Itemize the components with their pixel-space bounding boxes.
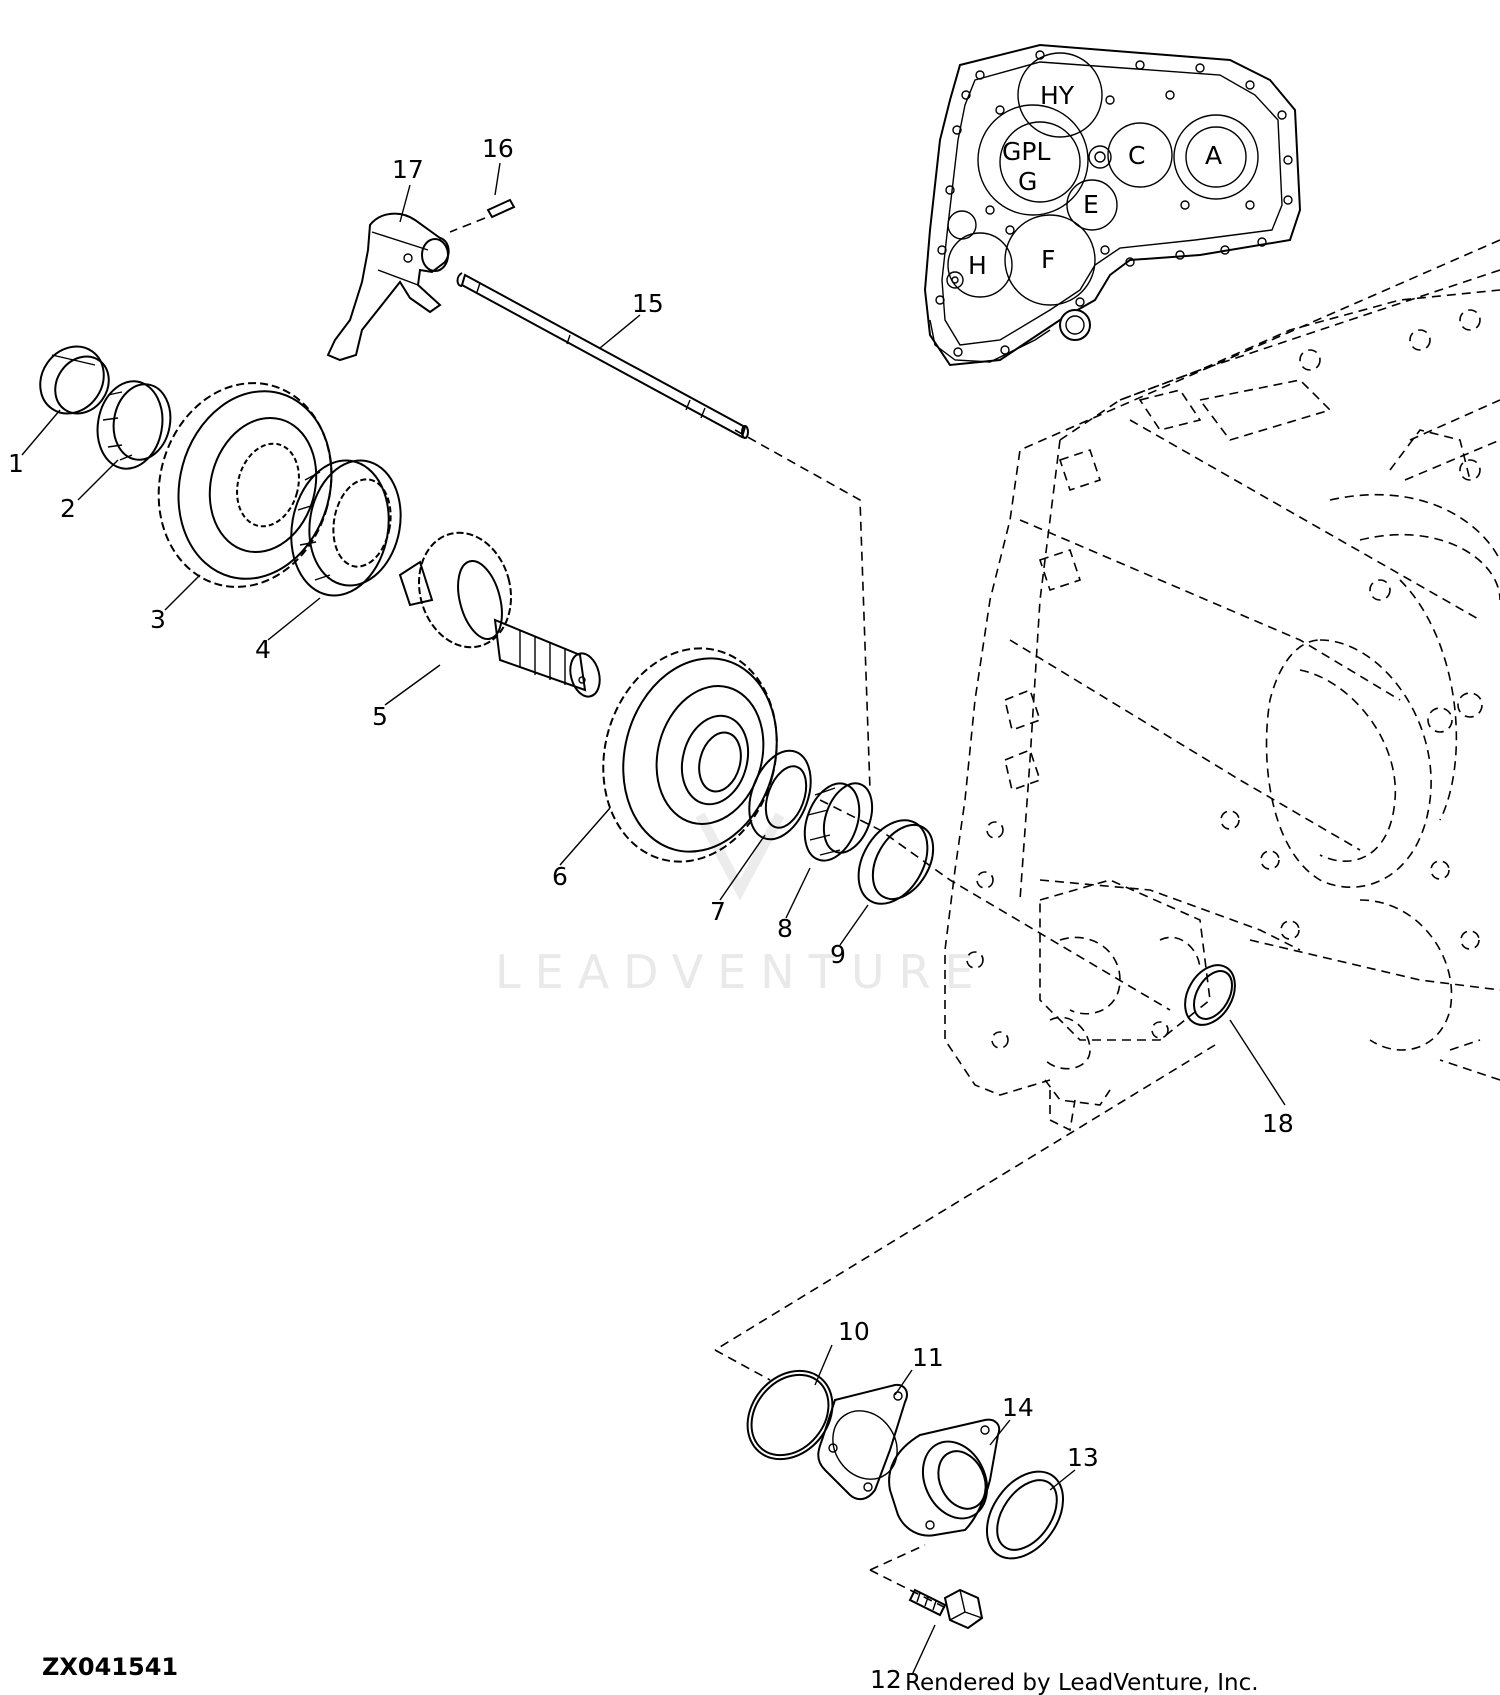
callout-15: 15: [632, 289, 664, 318]
callout-10: 10: [838, 1317, 870, 1346]
part-5-pinion-shaft: [398, 531, 601, 698]
render-credit: Rendered by LeadVenture, Inc.: [905, 1670, 1259, 1695]
zone-label-a: A: [1205, 141, 1222, 170]
callout-5: 5: [372, 702, 388, 731]
axis-lines: [714, 429, 1216, 1611]
part-16-pin: [449, 198, 516, 233]
zone-h-circle: [947, 232, 1013, 298]
part-13-seal: [985, 1470, 1065, 1560]
part-3-gear: [157, 382, 333, 588]
callout-12: 12: [870, 1665, 902, 1694]
figure-code: ZX041541: [42, 1653, 178, 1681]
part-4-collar: [290, 459, 402, 597]
callout-18: 18: [1262, 1109, 1294, 1138]
zone-hy-circle: [1017, 52, 1103, 138]
locator-view: HY GPL G C A E F H: [923, 43, 1302, 367]
part-10-o-ring: [746, 1369, 834, 1461]
part-6-gear: [602, 647, 778, 863]
locator-zone-labels: HY GPL G C A E F H: [968, 81, 1222, 280]
callout-17: 17: [392, 155, 424, 184]
callout-11: 11: [912, 1343, 944, 1372]
part-9-bearing-cup: [857, 819, 935, 905]
zone-e-circle: [1066, 179, 1118, 231]
leader-lines: [21, 162, 1286, 1676]
part-12-cap-screw: [908, 1588, 984, 1630]
callout-14: 14: [1002, 1393, 1034, 1422]
part-8-bearing-cone: [803, 782, 874, 862]
callout-labels: 1 2 3 4 5 6 7 8 9 10 11 12 13 14 15 16 1…: [8, 134, 1294, 1694]
zone-label-gpl: GPL: [1002, 137, 1050, 166]
zone-label-f: F: [1041, 245, 1055, 274]
zone-c-circle: [1107, 122, 1173, 188]
callout-1: 1: [8, 449, 24, 478]
callout-4: 4: [255, 635, 271, 664]
zone-f-circle: [1004, 214, 1096, 306]
zone-gpl-circle: [977, 104, 1089, 216]
part-2-bearing-cone: [96, 380, 172, 470]
callout-8: 8: [777, 914, 793, 943]
transmission-housing: [944, 239, 1500, 1132]
locator-bolt-holes: [935, 50, 1293, 357]
zone-label-g: G: [1018, 167, 1037, 196]
callout-3: 3: [150, 605, 166, 634]
part-7-thrust-washer: [748, 749, 812, 841]
zone-label-c: C: [1128, 141, 1145, 170]
callout-6: 6: [552, 862, 568, 891]
callout-7: 7: [710, 897, 726, 926]
part-14-cover: [888, 1418, 1001, 1537]
part-15-shift-rod: [456, 272, 749, 439]
callout-9: 9: [830, 940, 846, 969]
zone-label-hy: HY: [1040, 81, 1075, 110]
zone-label-e: E: [1083, 190, 1099, 219]
zone-a-circle: [1173, 114, 1259, 200]
callout-13: 13: [1067, 1443, 1099, 1472]
part-18-seal-ring: [1184, 964, 1236, 1026]
part-11-gasket: [817, 1383, 908, 1501]
watermark: LEADVENTURE: [495, 812, 988, 999]
part-1-bearing-cup: [39, 345, 110, 415]
callout-16: 16: [482, 134, 514, 163]
part-17-shift-fork: [326, 212, 450, 362]
watermark-text: LEADVENTURE: [495, 945, 988, 999]
zone-label-h: H: [968, 251, 987, 280]
callout-2: 2: [60, 494, 76, 523]
